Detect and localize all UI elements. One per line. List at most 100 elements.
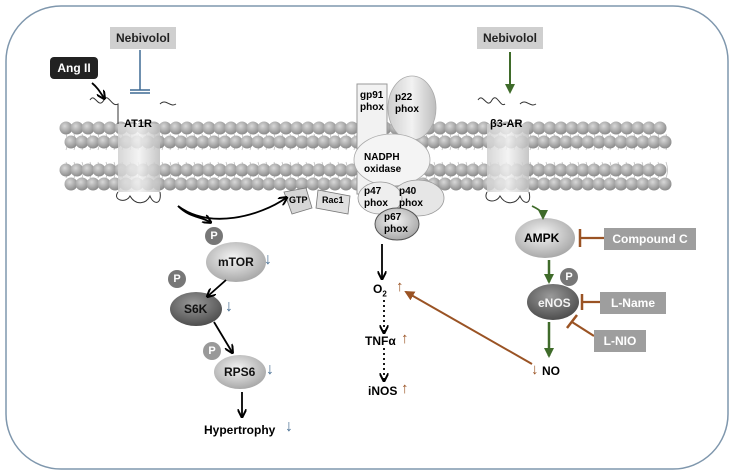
lipid-bead [251, 177, 265, 191]
lipid-bead [642, 163, 656, 177]
lipid-bead [455, 163, 469, 177]
hypertrophy-decrease-arrow: ↓ [285, 418, 293, 435]
lipid-bead [317, 177, 331, 191]
lipid-bead [537, 135, 551, 149]
s6k-phospho-badge: P [168, 270, 186, 288]
lipid-bead [81, 121, 95, 135]
lipid-bead [598, 163, 612, 177]
lipid-bead [213, 121, 227, 135]
lipid-bead [59, 163, 73, 177]
lipid-bead [235, 121, 249, 135]
lipid-bead [570, 177, 584, 191]
lipid-bead [433, 121, 447, 135]
lipid-bead [180, 121, 194, 135]
lipid-bead [581, 177, 595, 191]
lipid-bead [559, 177, 573, 191]
lipid-bead [449, 177, 463, 191]
lipid-bead [587, 121, 601, 135]
gp91-label: gp91 phox [360, 90, 384, 113]
lipid-bead [625, 177, 639, 191]
no-decrease-arrow: ↓ [531, 361, 539, 378]
p47-label: p47 phox [364, 186, 388, 209]
mtor-decrease-arrow: ↓ [264, 251, 272, 268]
gtp-shape [283, 187, 313, 215]
lipid-bead [169, 163, 183, 177]
lipid-bead [196, 135, 210, 149]
lipid-bead [70, 163, 84, 177]
lipid-bead [257, 163, 271, 177]
lipid-bead [103, 163, 117, 177]
lipid-bead [328, 135, 342, 149]
lipid-bead [218, 177, 232, 191]
tnfa-increase-arrow: ↑ [401, 330, 409, 347]
no-label: NO [542, 364, 560, 378]
enos-label: eNOS [538, 296, 571, 310]
lipid-bead [532, 121, 546, 135]
lipid-bead [163, 177, 177, 191]
lipid-bead [246, 121, 260, 135]
lipid-bead [323, 163, 337, 177]
lipid-bead [543, 121, 557, 135]
lipid-bead [180, 163, 194, 177]
lipid-bead [224, 121, 238, 135]
lipid-bead [59, 121, 73, 135]
lipid-bead [455, 121, 469, 135]
lipid-bead [532, 163, 546, 177]
lipid-bead [653, 163, 667, 177]
nadph-label: NADPH oxidase [364, 152, 402, 175]
lipid-bead [526, 135, 540, 149]
lipid-bead [290, 121, 304, 135]
lipid-bead [158, 121, 172, 135]
lipid-bead [218, 135, 232, 149]
s6k-decrease-arrow: ↓ [225, 298, 233, 315]
lipid-bead [658, 177, 672, 191]
lipid-bead [92, 163, 106, 177]
lipid-bead [191, 163, 205, 177]
lipid-bead [433, 163, 447, 177]
lipid-bead [81, 163, 95, 177]
lipid-bead [576, 163, 590, 177]
lipid-bead [658, 135, 672, 149]
lipid-bead [559, 135, 573, 149]
lipid-bead [647, 177, 661, 191]
lipid-bead [86, 177, 100, 191]
lipid-bead [554, 121, 568, 135]
inos-label: iNOS [368, 384, 398, 398]
ampk-label: AMPK [524, 231, 560, 245]
lipid-bead [328, 177, 342, 191]
s6k-ellipse [170, 292, 222, 326]
rps6-phospho-badge: P [203, 342, 221, 360]
lipid-bead [213, 163, 227, 177]
ampk-ellipse [515, 218, 575, 258]
lipid-bead [576, 121, 590, 135]
lipid-bead [334, 121, 348, 135]
rps6-ellipse [214, 355, 266, 389]
enos-phospho-badge: P [560, 268, 578, 286]
lipid-bead [196, 177, 210, 191]
superoxide-o: O [373, 282, 383, 296]
b3ar-label: β3-AR [490, 118, 523, 130]
lipid-bead [97, 177, 111, 191]
lipid-bead [185, 177, 199, 191]
lipid-bead [609, 163, 623, 177]
lipid-bead [224, 163, 238, 177]
inos-increase-arrow: ↑ [401, 380, 409, 397]
lipid-bead [543, 163, 557, 177]
tnfa-label: TNFα [365, 334, 396, 348]
lipid-bead [570, 135, 584, 149]
lipid-bead [317, 135, 331, 149]
p40-label: p40 phox [399, 186, 423, 209]
lipid-bead [471, 135, 485, 149]
lipid-bead [268, 163, 282, 177]
lipid-bead [185, 135, 199, 149]
lipid-bead [466, 121, 480, 135]
lipid-bead [312, 163, 326, 177]
lipid-bead [427, 135, 441, 149]
gtp-label: GTP [289, 195, 308, 205]
lipid-bead [548, 135, 562, 149]
ang-ii-box: Ang II [50, 57, 98, 79]
lipid-bead [620, 121, 634, 135]
p22-label: p22 phox [395, 92, 419, 115]
